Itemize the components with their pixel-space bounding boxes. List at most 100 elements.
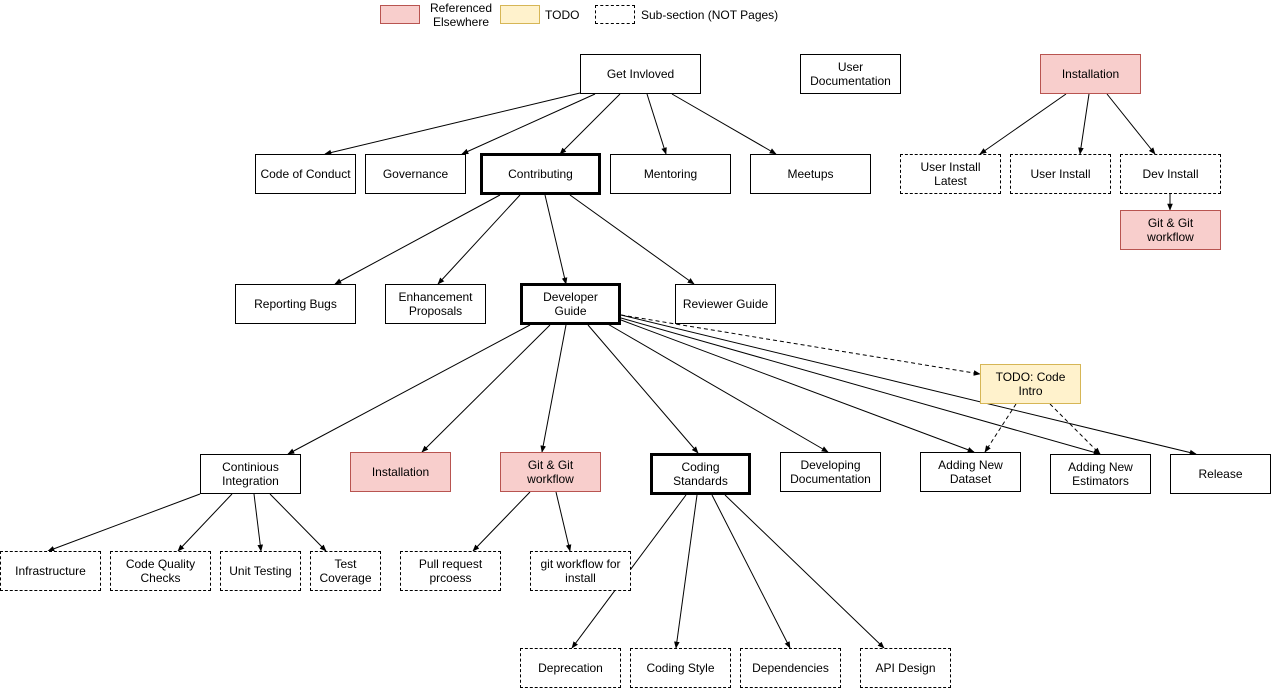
node-developer-guide: Developer Guide bbox=[520, 283, 621, 325]
node-mentoring-label: Mentoring bbox=[643, 167, 698, 181]
edge-developer-guide-adding-new-dataset bbox=[620, 319, 975, 453]
edge-todo-adding-new-estimators bbox=[1049, 403, 1101, 455]
edge-contributing-enhancement-proposals bbox=[437, 194, 521, 285]
node-git-workflow-top: Git & Git workflow bbox=[1120, 210, 1221, 250]
node-continuous-integration: Continious Integration bbox=[200, 454, 301, 494]
node-test-coverage: Test Coverage bbox=[310, 551, 381, 591]
node-user-documentation: User Documentation bbox=[800, 54, 901, 94]
node-mentoring: Mentoring bbox=[610, 154, 731, 194]
node-developer-guide-label: Developer Guide bbox=[543, 290, 598, 318]
legend-ref-label: Referenced Elsewhere bbox=[429, 1, 493, 29]
node-developing-documentation-label: Developing Documentation bbox=[790, 458, 871, 486]
node-code-quality-checks-label: Code Quality Checks bbox=[125, 557, 196, 585]
edge-developer-guide-developing-documentation bbox=[605, 322, 829, 453]
node-reporting-bugs-label: Reporting Bugs bbox=[254, 297, 337, 311]
edge-ci-unit-testing bbox=[253, 493, 264, 552]
node-release: Release bbox=[1170, 454, 1271, 494]
node-governance: Governance bbox=[365, 154, 466, 194]
edge-developer-guide-coding-standards bbox=[587, 324, 699, 454]
node-contributing: Contributing bbox=[480, 153, 601, 195]
node-code-quality-checks: Code Quality Checks bbox=[110, 551, 211, 591]
node-user-install-latest-label: User Install Latest bbox=[920, 160, 981, 188]
edge-todo-adding-new-dataset bbox=[984, 403, 1017, 453]
legend-todo-label: TODO bbox=[545, 8, 580, 22]
edge-developer-guide-release bbox=[620, 314, 1197, 456]
legend-ref-swatch bbox=[380, 5, 420, 24]
edge-installation-user-install-latest bbox=[979, 93, 1067, 155]
node-adding-new-estimators-label: Adding New Estimators bbox=[1068, 460, 1133, 488]
node-release-label: Release bbox=[1198, 467, 1243, 481]
edge-developer-guide-continuous-integration bbox=[287, 324, 531, 455]
node-adding-new-dataset: Adding New Dataset bbox=[920, 452, 1021, 492]
node-code-of-conduct-label: Code of Conduct bbox=[260, 167, 351, 181]
legend-todo-swatch bbox=[500, 5, 540, 24]
node-get-involved-label: Get Invloved bbox=[606, 67, 675, 81]
node-git-workflow-mid-label: Git & Git workflow bbox=[527, 458, 574, 486]
edge-coding-standards-api-design bbox=[724, 494, 885, 649]
node-pull-request-process-label: Pull request prcoess bbox=[418, 557, 483, 585]
edge-installation-user-install bbox=[1078, 93, 1090, 155]
node-installation-mid-label: Installation bbox=[371, 465, 430, 479]
edge-ci-infrastructure bbox=[47, 493, 201, 552]
edge-git-workflow-pull-request bbox=[472, 491, 531, 552]
node-infrastructure: Infrastructure bbox=[0, 551, 101, 591]
node-developing-documentation: Developing Documentation bbox=[780, 452, 881, 492]
node-user-documentation-label: User Documentation bbox=[810, 60, 891, 88]
node-coding-style-label: Coding Style bbox=[646, 661, 715, 675]
node-enhancement-proposals: Enhancement Proposals bbox=[385, 284, 486, 324]
edge-coding-standards-dependencies bbox=[711, 494, 791, 649]
node-coding-standards-label: Coding Standards bbox=[673, 460, 728, 488]
edge-developer-guide-git-workflow bbox=[540, 324, 567, 453]
edge-get-involved-contributing bbox=[559, 93, 621, 155]
node-deprecation: Deprecation bbox=[520, 648, 621, 688]
node-adding-new-dataset-label: Adding New Dataset bbox=[938, 458, 1003, 486]
edge-contributing-reporting-bugs bbox=[334, 194, 501, 285]
node-dependencies-label: Dependencies bbox=[752, 661, 829, 675]
node-todo-code-intro-label: TODO: Code Intro bbox=[995, 370, 1066, 398]
legend-sub-swatch bbox=[595, 5, 635, 24]
node-installation-top: Installation bbox=[1040, 54, 1141, 94]
node-adding-new-estimators: Adding New Estimators bbox=[1050, 454, 1151, 494]
node-infrastructure-label: Infrastructure bbox=[15, 564, 86, 578]
node-reviewer-guide: Reviewer Guide bbox=[675, 284, 776, 324]
edge-get-involved-meetups bbox=[671, 93, 777, 155]
node-get-involved: Get Invloved bbox=[580, 54, 701, 94]
node-reviewer-guide-label: Reviewer Guide bbox=[682, 297, 769, 311]
node-dependencies: Dependencies bbox=[740, 648, 841, 688]
legend-sub-label: Sub-section (NOT Pages) bbox=[641, 8, 779, 22]
node-test-coverage-label: Test Coverage bbox=[319, 557, 372, 585]
node-dev-install: Dev Install bbox=[1120, 154, 1221, 194]
node-meetups-label: Meetups bbox=[787, 167, 834, 181]
node-dev-install-label: Dev Install bbox=[1142, 167, 1199, 181]
edge-contributing-reviewer-guide bbox=[569, 194, 695, 285]
node-enhancement-proposals-label: Enhancement Proposals bbox=[398, 290, 473, 318]
node-api-design: API Design bbox=[860, 648, 951, 688]
edge-installation-dev-install bbox=[1106, 93, 1156, 155]
edge-contributing-developer-guide bbox=[544, 194, 568, 285]
node-coding-standards: Coding Standards bbox=[650, 453, 751, 495]
node-installation-mid: Installation bbox=[350, 452, 451, 492]
node-git-workflow-for-install: git workflow for install bbox=[530, 551, 631, 591]
edge-get-involved-governance bbox=[461, 93, 596, 155]
edge-coding-standards-coding-style bbox=[674, 494, 698, 649]
node-api-design-label: API Design bbox=[875, 661, 936, 675]
edge-ci-test-coverage bbox=[269, 493, 327, 552]
edge-get-involved-mentoring bbox=[646, 93, 667, 155]
node-governance-label: Governance bbox=[382, 167, 449, 181]
node-unit-testing: Unit Testing bbox=[220, 551, 301, 591]
node-git-workflow-top-label: Git & Git workflow bbox=[1147, 216, 1194, 244]
node-continuous-integration-label: Continious Integration bbox=[222, 460, 279, 488]
node-user-install-label: User Install bbox=[1030, 167, 1091, 181]
node-user-install-latest: User Install Latest bbox=[900, 154, 1001, 194]
node-todo-code-intro: TODO: Code Intro bbox=[980, 364, 1081, 404]
edge-get-involved-code-of-conduct bbox=[324, 92, 581, 156]
node-installation-top-label: Installation bbox=[1061, 67, 1120, 81]
edge-ci-code-quality-checks bbox=[177, 493, 233, 552]
node-pull-request-process: Pull request prcoess bbox=[400, 551, 501, 591]
node-git-workflow-for-install-label: git workflow for install bbox=[540, 557, 621, 585]
node-unit-testing-label: Unit Testing bbox=[229, 564, 292, 578]
node-git-workflow-mid: Git & Git workflow bbox=[500, 452, 601, 492]
node-deprecation-label: Deprecation bbox=[538, 661, 603, 675]
node-reporting-bugs: Reporting Bugs bbox=[235, 284, 356, 324]
node-contributing-label: Contributing bbox=[508, 167, 573, 181]
